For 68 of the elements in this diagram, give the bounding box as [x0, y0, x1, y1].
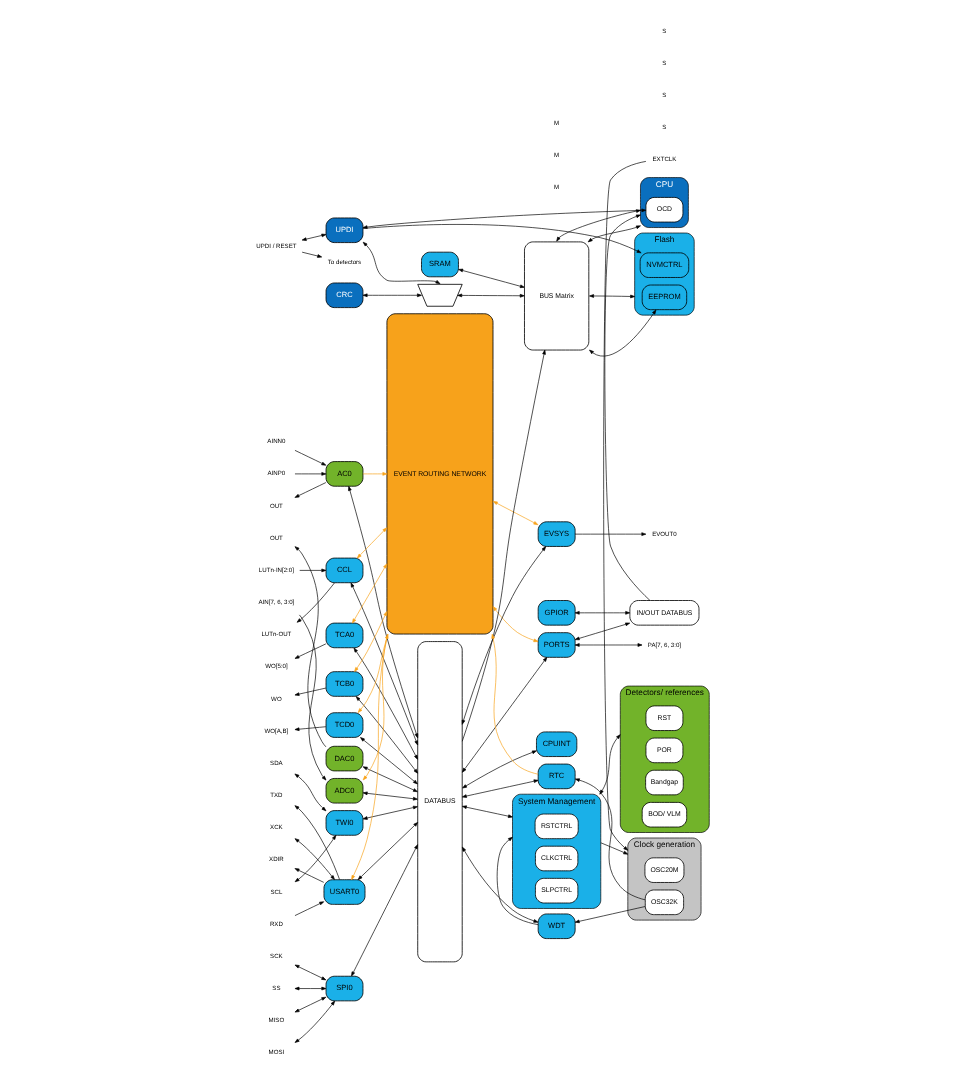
arrow — [294, 868, 325, 883]
arrow — [462, 805, 513, 818]
arrow — [603, 161, 647, 851]
arrow — [587, 225, 641, 243]
arrow — [352, 563, 388, 624]
arrow — [461, 546, 547, 725]
arrow — [600, 842, 629, 855]
arrow — [575, 778, 646, 901]
arrow — [294, 773, 327, 812]
arrow — [362, 224, 642, 254]
arrow — [355, 696, 418, 774]
arrow — [296, 582, 335, 623]
arrow — [492, 606, 539, 643]
arrow — [294, 986, 327, 991]
arrow — [301, 233, 327, 241]
arrow — [362, 791, 418, 801]
arrow — [457, 293, 525, 298]
arrow — [574, 611, 631, 615]
arrow — [589, 294, 635, 299]
arrow — [362, 766, 418, 793]
arrow — [294, 687, 327, 696]
arrow — [357, 822, 419, 880]
arrow — [294, 546, 327, 748]
arrow — [294, 964, 327, 981]
arrow — [357, 633, 389, 713]
arrow — [294, 726, 327, 731]
arrow — [351, 633, 388, 880]
arrow — [356, 527, 388, 559]
arrow — [350, 582, 418, 746]
arrow — [351, 844, 418, 977]
arrow — [294, 1000, 336, 1043]
arrow — [362, 293, 422, 298]
arrow — [589, 309, 657, 357]
arrow — [354, 611, 388, 672]
arrow — [299, 568, 327, 573]
arrow — [574, 643, 643, 647]
arrow — [299, 614, 327, 781]
arrow — [574, 906, 646, 924]
arrow — [362, 633, 389, 781]
arrow — [599, 734, 621, 795]
arrow — [294, 901, 325, 916]
arrow — [362, 805, 418, 820]
arrow — [574, 622, 631, 641]
arrow — [462, 657, 548, 773]
arrow — [458, 268, 525, 288]
arrow — [556, 209, 641, 242]
arrow — [294, 482, 327, 498]
arrow — [462, 779, 539, 798]
arrow — [492, 501, 539, 526]
arrow — [348, 486, 419, 739]
arrow — [362, 241, 441, 284]
arrow — [294, 643, 327, 659]
arrow — [491, 633, 539, 775]
arrow — [574, 532, 647, 536]
arrow — [294, 996, 327, 1013]
arrow — [462, 750, 537, 789]
arrow — [294, 472, 327, 476]
arrow — [362, 208, 647, 229]
arrow — [353, 647, 418, 760]
arrow — [294, 805, 340, 880]
arrow — [362, 472, 388, 476]
arrow — [461, 349, 546, 742]
arrow — [360, 737, 418, 785]
arrow — [462, 846, 539, 923]
arrow — [604, 214, 651, 601]
arrow — [496, 836, 539, 925]
arrow — [294, 450, 327, 466]
arrow — [301, 251, 323, 258]
